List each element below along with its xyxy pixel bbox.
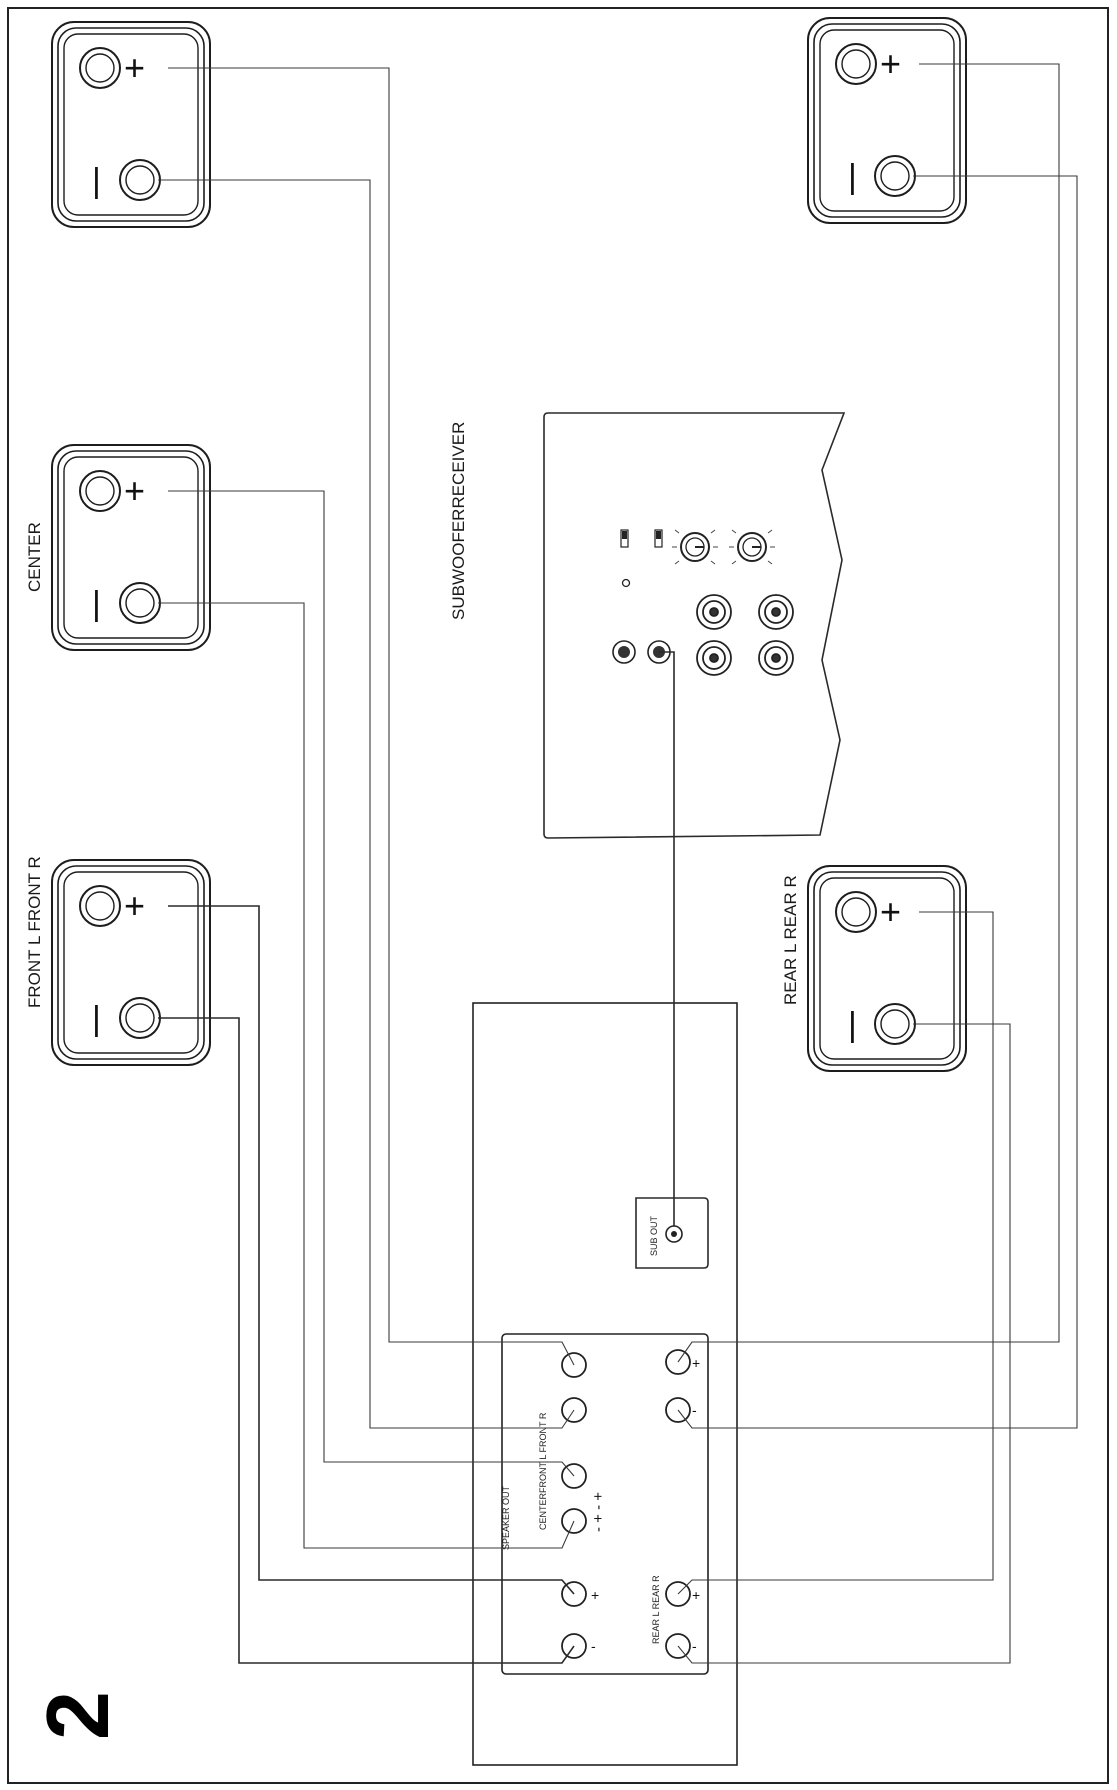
fr-plus-symbol: + [124, 47, 145, 88]
subwoofer-panel [543, 412, 846, 839]
front-speaker-label: FRONT L FRONT R [25, 856, 44, 1008]
fr-minus-symbol: | [92, 162, 101, 200]
rear-minus-symbol: | [848, 1006, 857, 1044]
left-terminals [561, 1352, 587, 1659]
subwoofer-label: SUBWOOFERRECEIVER [449, 422, 468, 620]
right-terminals [665, 1349, 691, 1659]
center-speaker: + | [51, 444, 211, 651]
speaker-terminal-panel [501, 1333, 709, 1675]
rr-minus-symbol: | [848, 158, 857, 196]
svg-text:-: - [692, 1402, 697, 1418]
rr-plus-symbol: + [880, 43, 901, 84]
sub-out-label: SUB OUT [649, 1215, 659, 1256]
rear-speaker-label: REAR L REAR R [781, 875, 800, 1005]
center-polarity-label: - + - + [590, 1492, 607, 1532]
svg-text:+: + [591, 1587, 599, 1603]
center-plus-symbol: + [124, 470, 145, 511]
terminal-polarity-marks: + - + - + - [591, 1355, 700, 1654]
speaker-out-label: SPEAKER OUT [501, 1485, 511, 1550]
svg-text:-: - [591, 1638, 596, 1654]
front-center-group-label: CENTERFRONT L FRONT R [538, 1412, 548, 1530]
front-plus-symbol: + [124, 885, 145, 926]
center-minus-symbol: | [92, 585, 101, 623]
receiver-outline [472, 1002, 738, 1766]
rear-plus-symbol: + [880, 891, 901, 932]
rear-group-label: REAR L REAR R [651, 1575, 661, 1644]
rear-right-speaker: + | [807, 17, 967, 224]
front-minus-symbol: | [92, 1000, 101, 1038]
svg-text:+: + [692, 1355, 700, 1371]
svg-text:-: - [692, 1638, 697, 1654]
front-right-speaker: + | [51, 21, 211, 228]
rear-speaker: + | [807, 865, 967, 1072]
page-border [7, 7, 1109, 1784]
center-speaker-label: CENTER [25, 522, 44, 592]
svg-text:+: + [692, 1587, 700, 1603]
front-speaker: + | [51, 859, 211, 1066]
sub-out-jack [635, 1197, 709, 1269]
figure-number: 2 [28, 1691, 127, 1740]
speaker-wires [158, 63, 1078, 1664]
